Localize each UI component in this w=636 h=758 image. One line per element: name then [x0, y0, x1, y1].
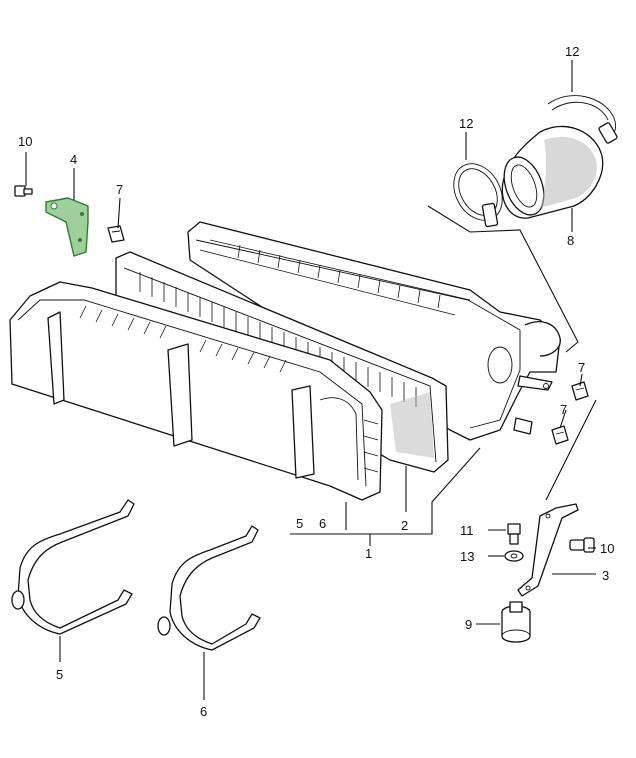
label-hose-clamp-left: 12 — [459, 116, 473, 131]
air-cleaner-lower-box — [9, 281, 383, 501]
label-box-assembly: 1 — [365, 546, 372, 561]
clip-top — [107, 225, 125, 243]
label-bolt-right: 10 — [600, 541, 614, 556]
label-bracket-highlight: 4 — [70, 152, 77, 167]
label-bracket: 3 — [602, 568, 609, 583]
leader-lines — [25, 60, 597, 700]
label-rubber-mount: 9 — [465, 617, 472, 632]
bolt-small-right — [507, 523, 521, 545]
bolt-right — [569, 537, 595, 553]
label-washer: 13 — [460, 549, 474, 564]
bracket-highlight — [45, 197, 89, 257]
label-filter-element: 2 — [401, 518, 408, 533]
label-clip-right-lower: 7 — [560, 402, 567, 417]
label-strap-front-a: 5 — [296, 516, 303, 531]
hose-clamp-left — [453, 163, 503, 228]
label-clip-top: 7 — [116, 182, 123, 197]
label-intake-boot: 8 — [567, 233, 574, 248]
label-strap-rear: 6 — [200, 704, 207, 719]
strap-front — [11, 499, 135, 635]
label-strap-front: 5 — [56, 667, 63, 682]
label-strap-front-b: 6 — [319, 516, 326, 531]
rubber-mount — [501, 601, 531, 643]
bolt-top-left — [14, 185, 33, 197]
strap-rear — [157, 525, 261, 651]
hose-clamp-top — [547, 95, 618, 144]
label-hose-clamp-top: 12 — [565, 44, 579, 59]
air-cleaner-upper-housing — [187, 221, 561, 441]
label-bolt-small-right: 11 — [460, 523, 474, 538]
label-bolt-top-left: 10 — [18, 134, 32, 149]
callout-labels: 1 2 3 4 5 6 5 6 7 7 7 8 9 10 10 11 12 12… — [18, 44, 614, 719]
washer — [504, 550, 524, 562]
label-clip-right-upper: 7 — [578, 360, 585, 375]
bracket-right — [517, 503, 579, 597]
intake-boot — [501, 125, 604, 219]
clip-right-lower — [551, 425, 569, 445]
